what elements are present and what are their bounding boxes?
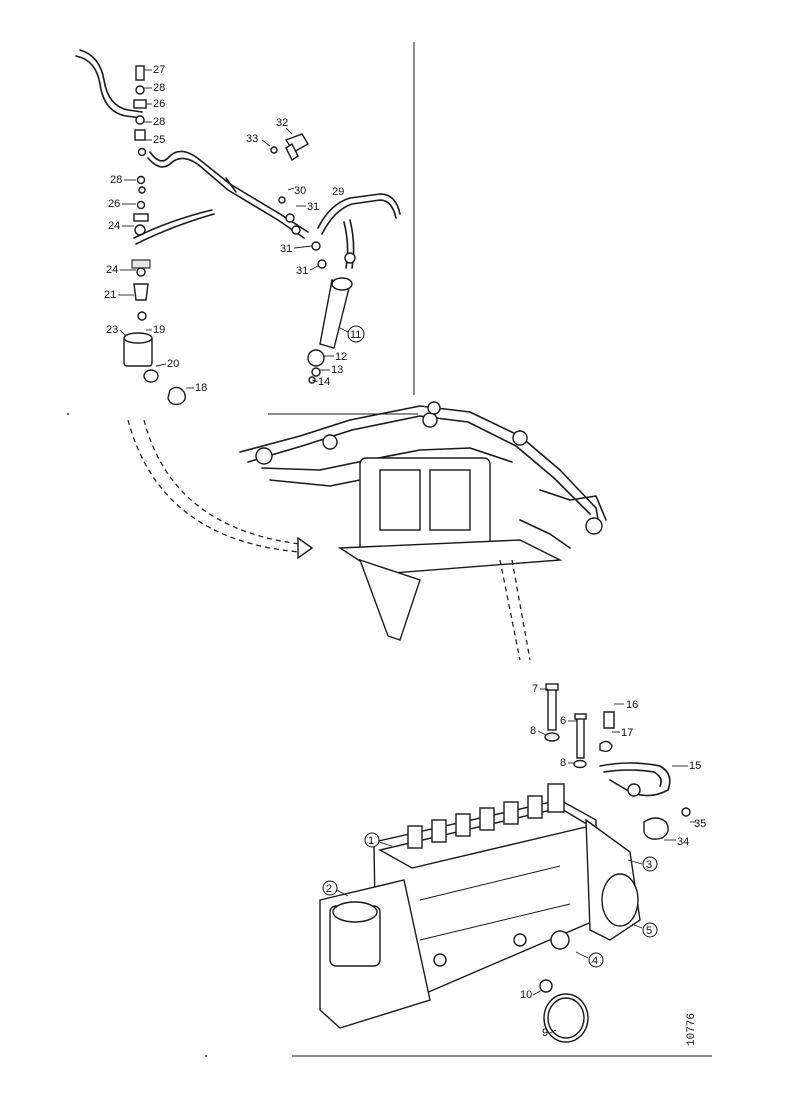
callout: 21 (104, 289, 116, 301)
callout: 19 (153, 324, 165, 336)
callout: 30 (294, 185, 306, 197)
callout: 20 (167, 358, 179, 370)
callout: 15 (689, 760, 701, 772)
callout: 5 (646, 925, 652, 937)
callout: 24 (106, 264, 118, 276)
callout: 13 (331, 364, 343, 376)
callout: 25 (153, 134, 165, 146)
callout: 28 (153, 116, 165, 128)
callout: 8 (530, 725, 536, 737)
clamp-parts (270, 133, 309, 162)
callout: 32 (276, 117, 288, 129)
upper-callouts: 27 28 26 28 25 28 26 24 24 21 23 19 20 1… (104, 64, 365, 394)
callout: 29 (332, 186, 344, 198)
callout: 31 (296, 265, 308, 277)
callout: 10 (520, 989, 532, 1001)
callout: 31 (280, 243, 292, 255)
callout: 11 (350, 329, 361, 341)
lower-callouts: 7 8 6 8 16 17 15 35 34 1 2 3 4 5 10 9 (322, 683, 706, 1039)
callout: 28 (153, 82, 165, 94)
callout: 23 (106, 324, 118, 336)
scan-speck (67, 413, 69, 415)
callout: 8 (560, 757, 566, 769)
callout: 27 (153, 64, 165, 76)
callout: 9 (542, 1027, 548, 1039)
upper-exploded-assembly (75, 49, 401, 406)
callout: 3 (646, 859, 652, 871)
callout: 31 (307, 201, 319, 213)
callout: 17 (621, 727, 633, 739)
left-fitting-stack (123, 65, 187, 406)
callout: 18 (195, 382, 207, 394)
reference-code: 10776 (686, 1013, 698, 1046)
fuel-pump-assembly (319, 683, 691, 1043)
callout: 14 (318, 376, 330, 388)
injector-assembly (278, 196, 356, 384)
callout: 26 (153, 98, 165, 110)
curved-dashed-arrow-icon (127, 419, 314, 560)
callout: 26 (108, 198, 120, 210)
callout: 4 (592, 955, 598, 967)
callout: 2 (326, 883, 332, 895)
callout: 7 (532, 683, 538, 695)
pump-element-row (407, 783, 565, 849)
callout: 6 (560, 715, 566, 727)
callout: 1 (368, 835, 374, 847)
callout: 12 (335, 351, 347, 363)
pipe-layout-assembly (239, 401, 607, 661)
callout: 34 (677, 836, 689, 848)
callout: 28 (110, 174, 122, 186)
callout: 35 (694, 818, 706, 830)
callout: 16 (626, 699, 638, 711)
callout: 33 (246, 133, 258, 145)
callout: 24 (108, 220, 120, 232)
scan-speck (205, 1055, 207, 1057)
